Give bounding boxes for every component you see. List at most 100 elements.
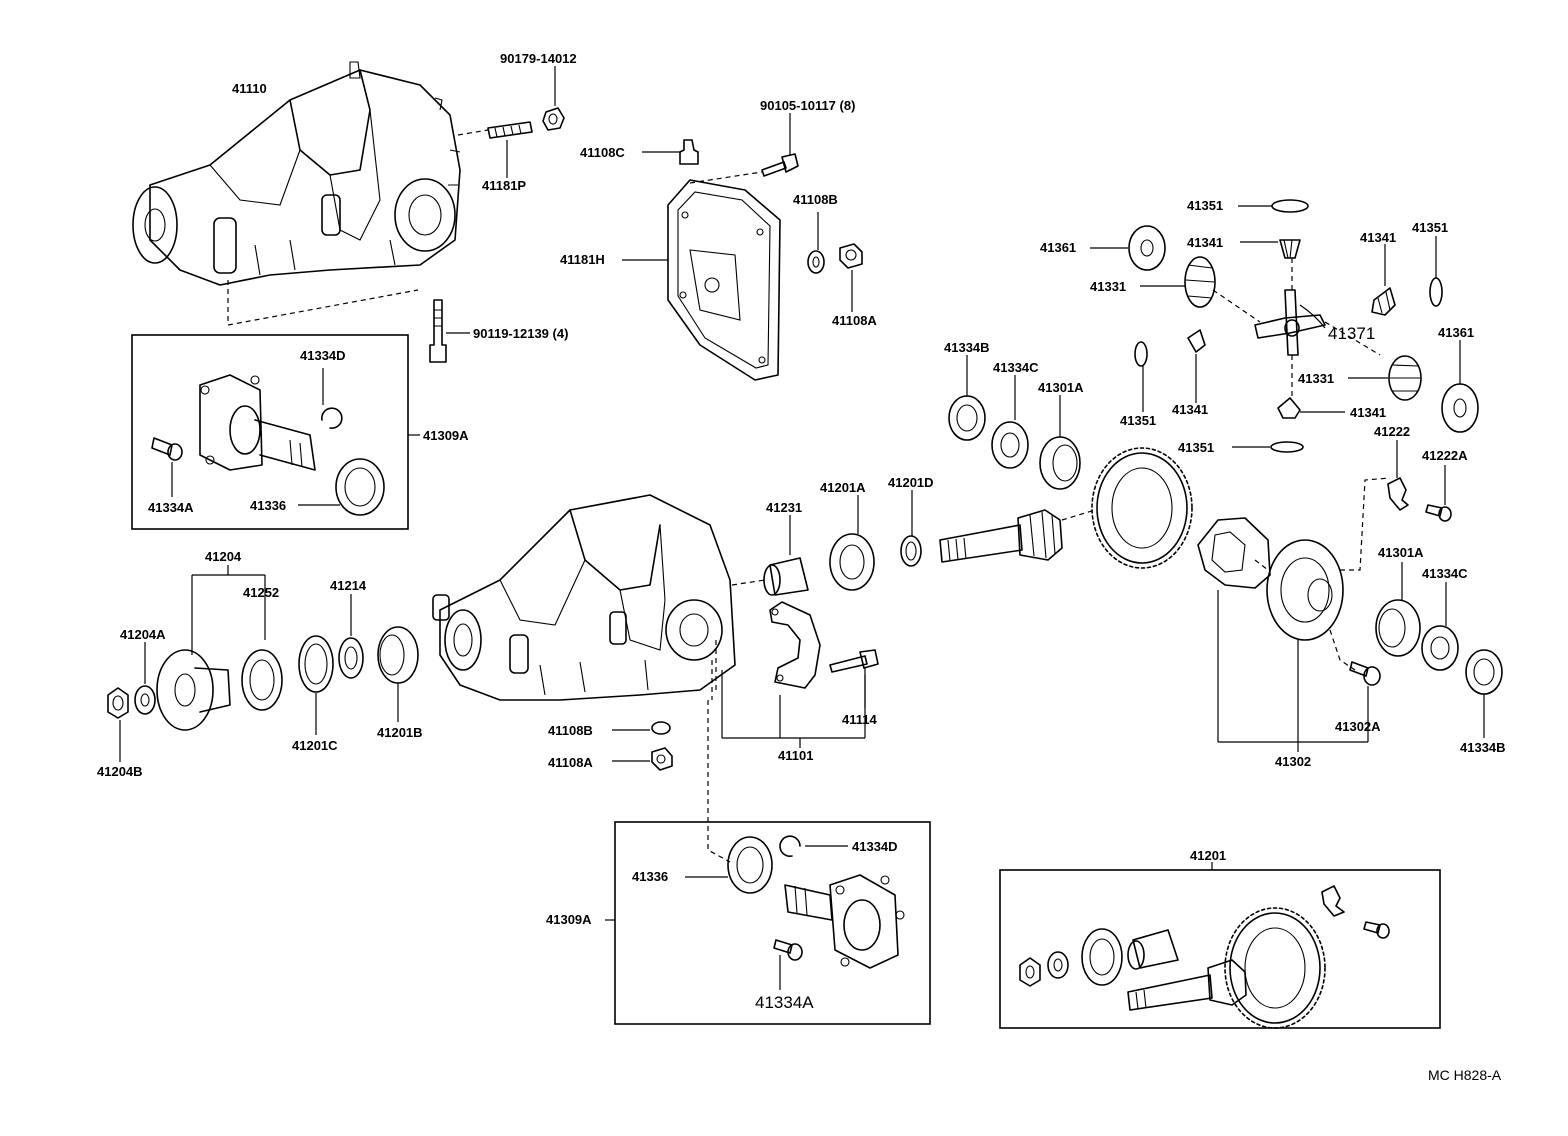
label-41108A-mid: 41108A	[548, 755, 593, 770]
bolt-41114[interactable]	[829, 649, 879, 673]
label-41334B-bot: 41334B	[1460, 740, 1506, 755]
breather-plug-41108C[interactable]	[679, 139, 699, 165]
spacer-41231[interactable]	[763, 557, 809, 596]
differential-cover-41181H[interactable]	[667, 179, 781, 381]
bearing-41201B[interactable]	[377, 626, 419, 684]
washer-41361-right[interactable]	[1441, 383, 1479, 433]
differential-case-41302[interactable]	[1197, 517, 1344, 641]
flange-shaft-41309A-top[interactable]	[199, 374, 316, 471]
label-41336-top: 41336	[250, 498, 286, 513]
bolt-41334A-top[interactable]	[151, 437, 183, 461]
label-90119-12139: 90119-12139 (4)	[473, 326, 568, 341]
snap-ring-41334D-top[interactable]	[321, 407, 343, 429]
gasket-41108B-top[interactable]	[807, 250, 825, 274]
label-41214: 41214	[330, 578, 367, 593]
pinion-shaft-41371[interactable]	[1254, 289, 1326, 356]
assembly-box-41309A-top	[131, 334, 409, 530]
kit-spacer[interactable]	[1127, 929, 1179, 970]
bolt-41334A-bot[interactable]	[773, 939, 803, 961]
label-41351-c: 41351	[1120, 413, 1156, 428]
gasket-41108B-mid[interactable]	[651, 721, 671, 735]
label-41201A: 41201A	[820, 480, 866, 495]
bolt-41222A[interactable]	[1425, 504, 1452, 522]
bolt-90119-12139[interactable]	[429, 299, 447, 363]
kit-pinion[interactable]	[1127, 959, 1247, 1011]
drive-pinion-41201[interactable]	[939, 509, 1063, 563]
nut-41204B[interactable]	[107, 687, 129, 719]
washer-41351-a[interactable]	[1271, 199, 1309, 213]
side-gear-41331-left[interactable]	[1184, 256, 1216, 308]
kit-washer[interactable]	[1047, 951, 1069, 979]
bearing-41301A-bot[interactable]	[1375, 599, 1421, 657]
label-41302A: 41302A	[1335, 719, 1381, 734]
label-41334C-top: 41334C	[993, 360, 1039, 375]
label-41110: 41110	[232, 81, 267, 96]
shim-41334C-bot[interactable]	[1421, 625, 1459, 671]
pinion-gear-41341-a[interactable]	[1279, 239, 1301, 259]
pinion-gear-41341-d[interactable]	[1277, 397, 1301, 419]
race-41201D[interactable]	[900, 535, 922, 567]
part-labels: 41110 90179-14012 41181P 90105-10117 (8)…	[97, 51, 1506, 1083]
bearing-41201C[interactable]	[298, 635, 334, 693]
bolt-41302A[interactable]	[1349, 661, 1381, 686]
plug-41108A-mid[interactable]	[651, 747, 673, 771]
label-41231: 41231	[766, 500, 802, 515]
washer-41361-left[interactable]	[1128, 225, 1166, 271]
plug-41108A-top[interactable]	[839, 243, 863, 269]
pinion-gear-41341-b[interactable]	[1371, 287, 1396, 316]
label-41309A-bot: 41309A	[546, 912, 592, 927]
stud-bolt-41181P[interactable]	[487, 121, 533, 139]
kit-lock-plate[interactable]	[1321, 885, 1345, 917]
bolt-90105-10117[interactable]	[761, 153, 799, 177]
side-gear-41331-right[interactable]	[1388, 355, 1422, 401]
carrier-assembly-41110[interactable]	[132, 61, 461, 286]
label-41334B-top: 41334B	[944, 340, 990, 355]
kit-bolt[interactable]	[1363, 921, 1390, 939]
kit-nut[interactable]	[1019, 957, 1041, 987]
carrier-housing-41101[interactable]	[432, 494, 736, 701]
kit-ring-gear[interactable]	[1224, 907, 1326, 1029]
snap-ring-41334D-bot[interactable]	[779, 835, 801, 857]
kit-bearing[interactable]	[1081, 928, 1123, 986]
bearing-41201A[interactable]	[829, 533, 875, 591]
label-41108B-mid: 41108B	[548, 723, 593, 738]
label-41181H: 41181H	[560, 252, 605, 267]
flange-41204[interactable]	[156, 649, 231, 731]
ring-gear-41201[interactable]	[1091, 447, 1193, 569]
label-41204A: 41204A	[120, 627, 166, 642]
flange-shaft-41309A-bot[interactable]	[784, 874, 905, 969]
oil-seal-41334B-bot[interactable]	[1465, 649, 1503, 695]
diagram-code: MC H828-A	[1428, 1067, 1502, 1083]
washer-41351-d[interactable]	[1270, 441, 1304, 453]
label-41222: 41222	[1374, 424, 1410, 439]
shim-41334C-top[interactable]	[991, 421, 1029, 469]
washer-41204A[interactable]	[134, 685, 156, 715]
label-41201C: 41201C	[292, 738, 338, 753]
oil-seal-41334B-top[interactable]	[948, 395, 986, 441]
nut-90179-14012[interactable]	[542, 107, 565, 131]
label-41361-right: 41361	[1438, 325, 1474, 340]
label-41331-right: 41331	[1298, 371, 1334, 386]
label-41108B-top: 41108B	[793, 192, 838, 207]
bearing-41301A-top[interactable]	[1039, 436, 1081, 490]
label-41341-b: 41341	[1360, 230, 1396, 245]
label-41336-bot: 41336	[632, 869, 668, 884]
spacer-41214[interactable]	[338, 637, 364, 679]
label-41351-b: 41351	[1412, 220, 1448, 235]
label-41341-d: 41341	[1350, 405, 1386, 420]
label-41371: 41371	[1328, 324, 1375, 343]
label-41204B: 41204B	[97, 764, 143, 779]
label-41114: 41114	[842, 712, 877, 727]
oil-seal-41336-bot[interactable]	[727, 836, 773, 894]
oil-seal-41336-top[interactable]	[335, 458, 385, 516]
bearing-cap-41101[interactable]	[769, 601, 821, 689]
label-41222A: 41222A	[1422, 448, 1468, 463]
label-41108A-top: 41108A	[832, 313, 877, 328]
washer-41351-b[interactable]	[1429, 277, 1443, 307]
washer-41351-c[interactable]	[1134, 341, 1148, 367]
label-41204: 41204	[205, 549, 242, 564]
label-41341-c: 41341	[1172, 402, 1208, 417]
pinion-gear-41341-c[interactable]	[1187, 329, 1206, 353]
oil-seal-41252[interactable]	[241, 649, 283, 711]
lock-plate-41222[interactable]	[1387, 477, 1409, 511]
